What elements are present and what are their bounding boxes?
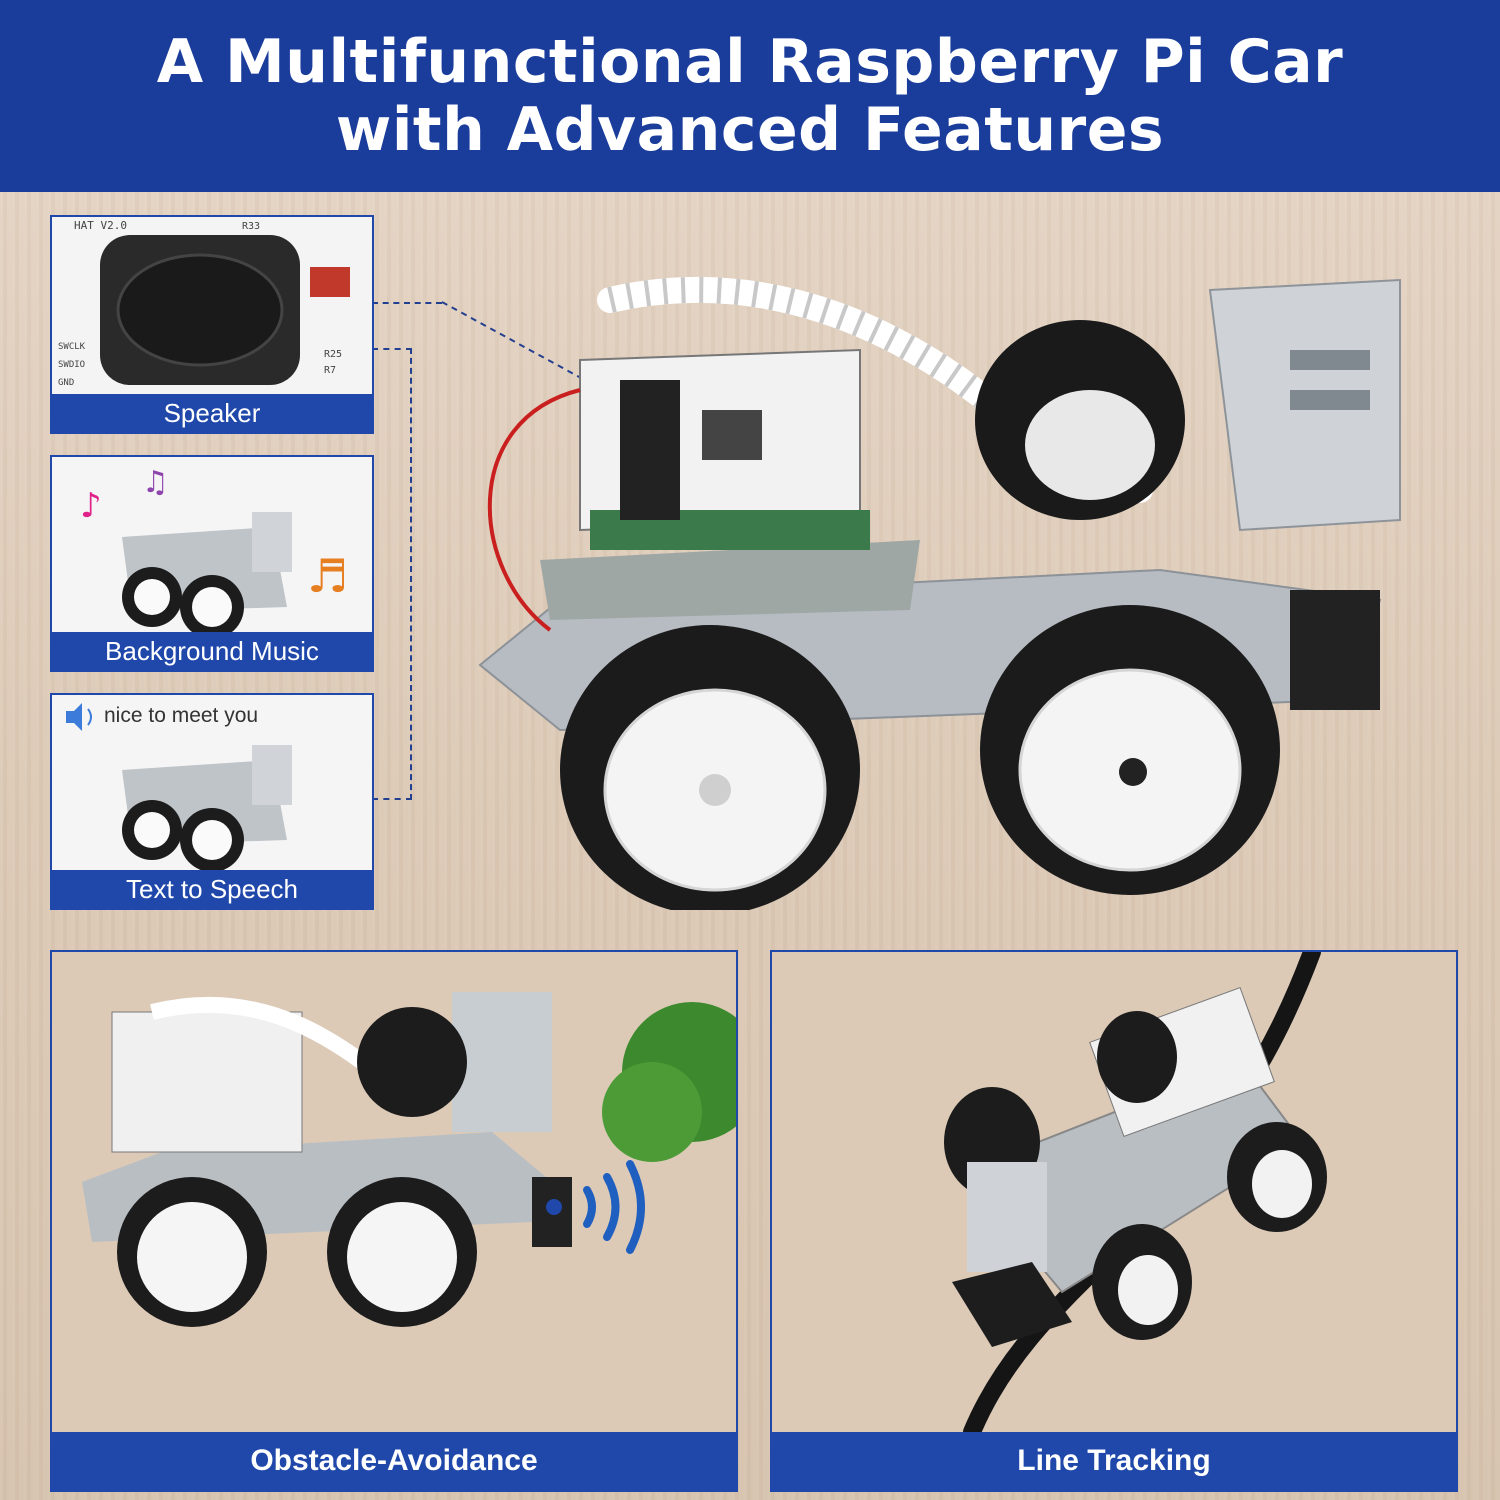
caption-line-tracking: Line Tracking	[772, 1432, 1456, 1490]
svg-text:♬: ♬	[307, 549, 348, 603]
page-title: A Multifunctional Raspberry Pi Car with …	[0, 28, 1500, 164]
caption-background-music: Background Music	[52, 632, 372, 670]
sound-waves-icon	[583, 1160, 645, 1254]
speaker-module-photo: HAT V2.0 R33 R25 R7 SWCLK SWDIO GND	[52, 217, 372, 397]
board-label-hat: HAT V2.0	[74, 219, 127, 232]
main-car-photo	[478, 277, 1401, 910]
feature-panel-speaker: HAT V2.0 R33 R25 R7 SWCLK SWDIO GND Spea…	[50, 215, 374, 434]
bottom-panel-line-tracking: Line Tracking	[770, 950, 1458, 1492]
speech-text: nice to meet you	[104, 704, 259, 727]
header-banner: A Multifunctional Raspberry Pi Car with …	[0, 0, 1500, 192]
board-label-r33: R33	[242, 221, 260, 232]
feature-panel-background-music: ♪ ♫ ♬ Background Music	[50, 455, 374, 672]
board-label-gnd: GND	[58, 378, 74, 388]
feature-panel-text-to-speech: nice to meet you Text to Speech	[50, 693, 374, 910]
connector-vertical	[372, 348, 412, 800]
music-notes-icon: ♪ ♫ ♬	[52, 457, 372, 632]
board-label-r25: R25	[324, 349, 342, 360]
obstacle-car-photo	[52, 952, 736, 1432]
title-line-1: A Multifunctional Raspberry Pi Car	[156, 27, 1344, 97]
svg-text:♪: ♪	[80, 486, 102, 526]
black-line-track	[772, 952, 1456, 1432]
caption-speaker: Speaker	[52, 394, 372, 432]
bottom-panel-obstacle-avoidance: Obstacle-Avoidance	[50, 950, 738, 1492]
title-line-2: with Advanced Features	[335, 95, 1165, 165]
board-label-r7: R7	[324, 365, 336, 376]
connector-speaker	[372, 302, 442, 304]
board-label-swdio: SWDIO	[58, 360, 85, 370]
board-label-swclk: SWCLK	[58, 342, 86, 352]
svg-text:♫: ♫	[142, 465, 169, 500]
speaker-volume-icon	[52, 695, 372, 870]
caption-text-to-speech: Text to Speech	[52, 870, 372, 908]
caption-obstacle-avoidance: Obstacle-Avoidance	[52, 1432, 736, 1490]
